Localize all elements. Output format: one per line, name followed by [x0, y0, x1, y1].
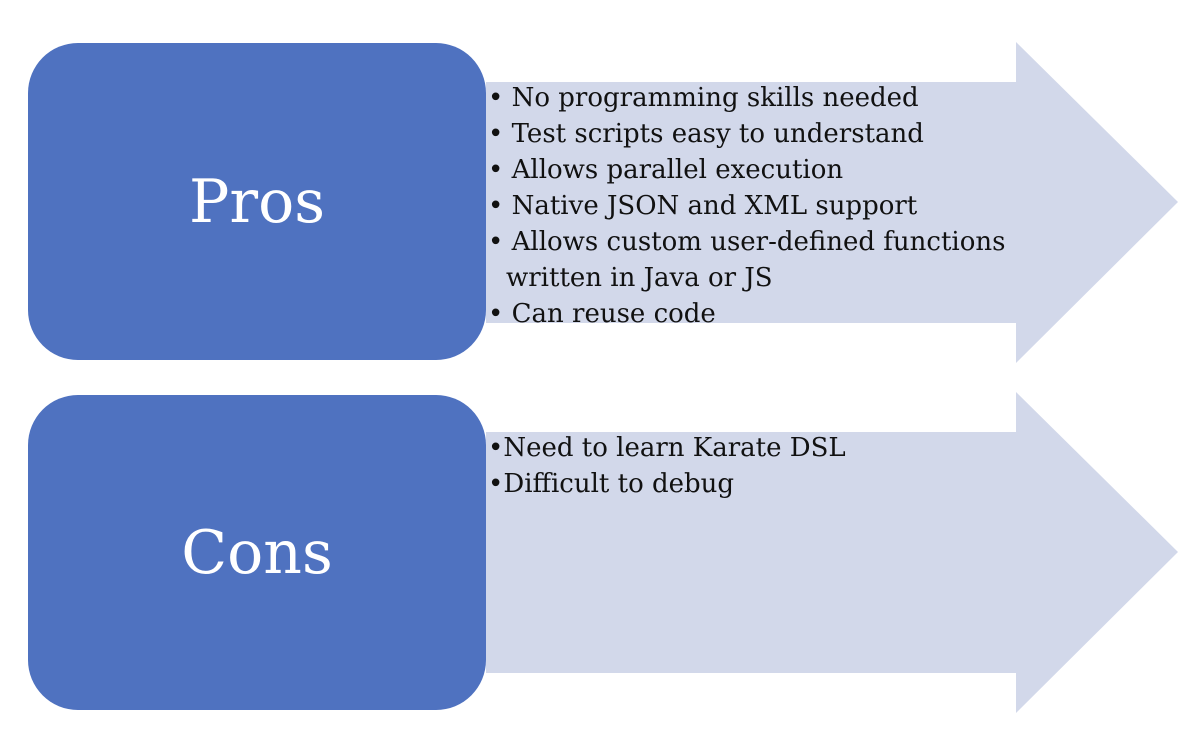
cons-title: Cons	[181, 517, 333, 588]
cons-list: Need to learn Karate DSL Difficult to de…	[488, 430, 1008, 502]
pros-item: Native JSON and XML support	[488, 188, 1008, 224]
pros-item: Can reuse code	[488, 296, 1008, 332]
pros-list: No programming skills needed Test script…	[488, 80, 1008, 332]
cons-item: Need to learn Karate DSL	[488, 430, 1008, 466]
pros-item: Test scripts easy to understand	[488, 116, 1008, 152]
pros-item: Allows custom user-defined functions wri…	[488, 224, 1008, 296]
cons-item: Difficult to debug	[488, 466, 1008, 502]
pros-item: No programming skills needed	[488, 80, 1008, 116]
pros-title: Pros	[189, 166, 325, 237]
pros-box: Pros	[28, 43, 486, 360]
cons-box: Cons	[28, 395, 486, 710]
pros-item: Allows parallel execution	[488, 152, 1008, 188]
